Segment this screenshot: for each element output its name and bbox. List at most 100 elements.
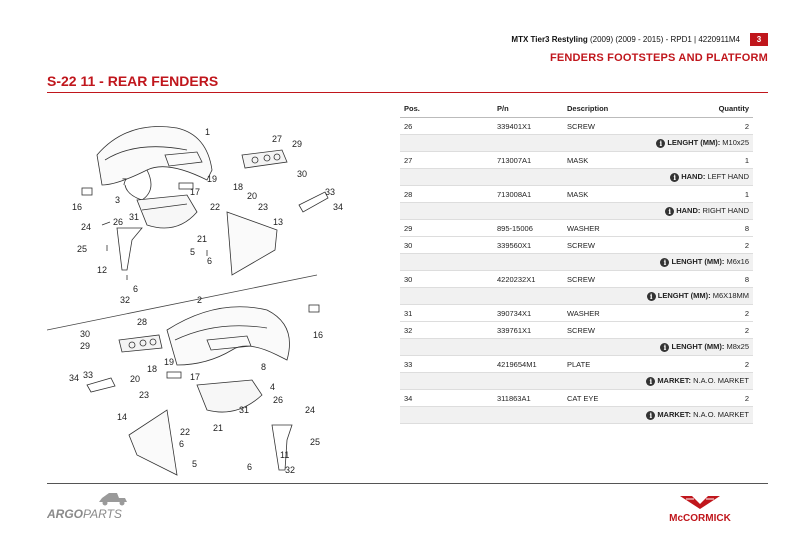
argo-sub-text: PARTS <box>83 507 122 521</box>
callout-label: 33 <box>325 187 335 197</box>
group-title: S-22 11 - REAR FENDERS <box>47 73 219 89</box>
callout-label: 6 <box>207 256 212 266</box>
callout-label: 18 <box>147 364 157 374</box>
cell-pos: 34 <box>400 389 493 407</box>
model-name: MTX Tier3 Restyling <box>511 35 588 44</box>
callout-label: 34 <box>69 373 79 383</box>
argo-brand-text: ARGO <box>47 507 84 521</box>
callout-label: 5 <box>192 459 197 469</box>
cell-description: SCREW <box>563 117 661 135</box>
mccormick-logo: McCORMICK <box>650 493 750 524</box>
col-pn: P/n <box>493 100 563 118</box>
callout-label: 31 <box>129 212 139 222</box>
cell-pos: 33 <box>400 355 493 373</box>
callout-label: 17 <box>190 187 200 197</box>
cell-pn: 339401X1 <box>493 117 563 135</box>
note-label: MARKET: <box>657 376 692 385</box>
callout-label: 22 <box>180 427 190 437</box>
callout-label: 16 <box>313 330 323 340</box>
callout-label: 34 <box>333 202 343 212</box>
note-value: N.A.O. MARKET <box>691 410 749 419</box>
callout-label: 1 <box>205 127 210 137</box>
cell-pn: 713007A1 <box>493 151 563 169</box>
callout-label: 2 <box>197 295 202 305</box>
cell-pos: 32 <box>400 321 493 339</box>
callout-label: 18 <box>233 182 243 192</box>
info-icon: i <box>660 258 670 267</box>
cell-description: SCREW <box>563 236 661 254</box>
callout-label: 7 <box>122 177 127 187</box>
cell-quantity: 2 <box>661 389 753 407</box>
callout-label: 29 <box>80 341 90 351</box>
header-divider <box>47 92 768 93</box>
info-icon: i <box>656 139 666 148</box>
cell-description: MASK <box>563 151 661 169</box>
cell-quantity: 8 <box>661 219 753 237</box>
note-label: LENGHT (MM): <box>667 138 721 147</box>
page-number-badge: 3 <box>750 33 768 46</box>
cell-pn: 311863A1 <box>493 389 563 407</box>
callout-label: 4 <box>270 382 275 392</box>
mccormick-text: McCORMICK <box>669 513 731 523</box>
cell-description: WASHER <box>563 304 661 322</box>
callout-label: 19 <box>164 357 174 367</box>
callout-label: 23 <box>258 202 268 212</box>
footer-divider <box>47 483 768 484</box>
note-value: LEFT HAND <box>705 172 749 181</box>
callout-label: 21 <box>213 423 223 433</box>
cell-description: SCREW <box>563 321 661 339</box>
cell-quantity: 8 <box>661 270 753 288</box>
cell-pos: 27 <box>400 151 493 169</box>
cell-description: WASHER <box>563 219 661 237</box>
callout-label: 22 <box>210 202 220 212</box>
cell-quantity: 2 <box>661 236 753 254</box>
note-value: M10x25 <box>720 138 749 147</box>
cell-description: MASK <box>563 185 661 203</box>
cell-pn: 4219654M1 <box>493 355 563 373</box>
cell-pn: 713008A1 <box>493 185 563 203</box>
cell-pos: 28 <box>400 185 493 203</box>
callout-label: 3 <box>115 195 120 205</box>
callout-label: 24 <box>81 222 91 232</box>
cell-description: PLATE <box>563 355 661 373</box>
info-icon: i <box>665 207 675 216</box>
callout-label: 23 <box>139 390 149 400</box>
note-value: M6x16 <box>724 257 749 266</box>
cell-pos: 31 <box>400 304 493 322</box>
callout-label: 6 <box>179 439 184 449</box>
cell-pos: 26 <box>400 117 493 135</box>
callout-label: 26 <box>273 395 283 405</box>
callout-label: 14 <box>117 412 127 422</box>
model-info: MTX Tier3 Restyling (2009) (2009 - 2015)… <box>511 35 740 44</box>
cell-description: CAT EYE <box>563 389 661 407</box>
callout-label: 20 <box>130 374 140 384</box>
model-details: (2009) (2009 - 2015) - RPD1 | 4220911M4 <box>589 35 740 44</box>
callout-label: 32 <box>120 295 130 305</box>
callout-label: 8 <box>261 362 266 372</box>
note-label: HAND: <box>681 172 706 181</box>
col-quantity: Quantity <box>661 100 753 118</box>
argo-parts-logo: ARGO PARTS <box>46 490 142 522</box>
